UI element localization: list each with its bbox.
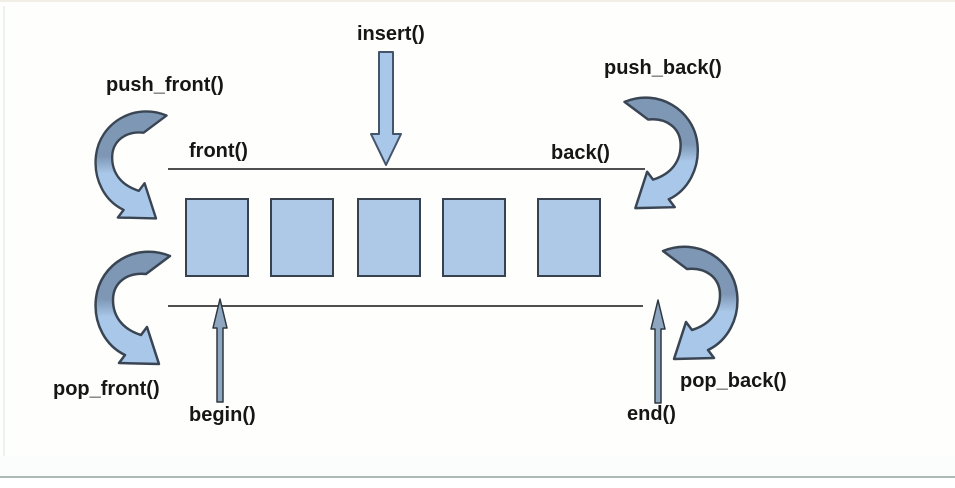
bottom-divider-line	[0, 476, 955, 478]
bottom-margin	[0, 478, 955, 488]
label-pop-front: pop_front()	[53, 378, 160, 400]
push-front-curved-arrow	[94, 110, 168, 220]
top-edge-line	[0, 0, 955, 2]
deque-cell	[270, 198, 334, 277]
pop-back-curved-arrow	[661, 245, 739, 361]
begin-up-arrow	[212, 298, 228, 403]
label-front: front()	[189, 140, 248, 162]
deque-cell	[442, 198, 506, 277]
label-back: back()	[551, 142, 610, 164]
label-begin: begin()	[189, 404, 256, 426]
insert-down-arrow	[370, 51, 402, 166]
deque-cell	[185, 198, 249, 277]
push-back-curved-arrow	[623, 96, 699, 210]
end-up-arrow	[650, 299, 666, 404]
begin-end-rail	[168, 305, 643, 307]
deque-cell	[537, 198, 601, 277]
label-end: end()	[627, 403, 676, 425]
left-edge-line	[3, 6, 5, 468]
bottom-band	[0, 456, 955, 476]
front-back-rail	[168, 168, 645, 170]
deque-cell	[357, 198, 421, 277]
label-push-front: push_front()	[106, 74, 224, 96]
label-pop-back: pop_back()	[680, 370, 787, 392]
label-insert: insert()	[357, 23, 425, 45]
pop-front-curved-arrow	[94, 250, 172, 366]
label-push-back: push_back()	[604, 57, 722, 79]
